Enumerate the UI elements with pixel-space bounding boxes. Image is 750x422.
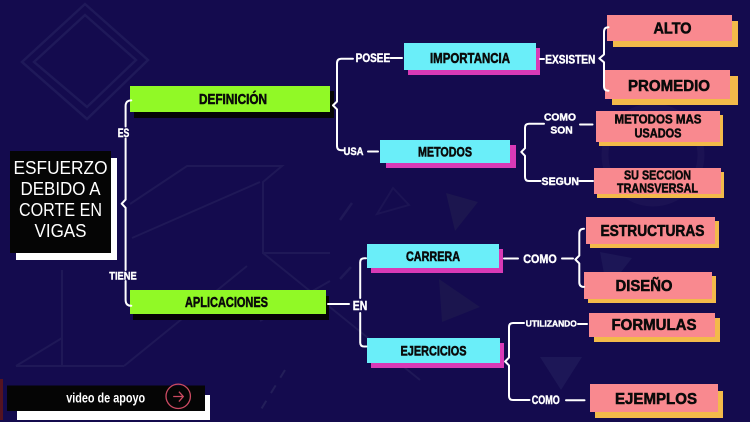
svg-text:ES: ES xyxy=(118,126,130,140)
svg-text:COMO: COMO xyxy=(544,112,576,124)
svg-text:SU SECCION: SU SECCION xyxy=(624,168,691,183)
svg-text:METODOS: METODOS xyxy=(418,144,472,160)
svg-text:SEGUN: SEGUN xyxy=(542,176,580,188)
svg-text:CARRERA: CARRERA xyxy=(406,248,460,264)
svg-text:IMPORTANCIA: IMPORTANCIA xyxy=(430,50,510,67)
svg-text:POSEE: POSEE xyxy=(356,51,391,65)
svg-text:CORTE EN: CORTE EN xyxy=(19,200,102,220)
svg-text:SON: SON xyxy=(550,125,572,137)
svg-text:DISEÑO: DISEÑO xyxy=(616,275,673,295)
svg-text:USA: USA xyxy=(344,146,364,158)
svg-text:METODOS MAS: METODOS MAS xyxy=(615,112,702,127)
svg-text:UTILIZANDO: UTILIZANDO xyxy=(526,319,577,329)
svg-text:DEBIDO A: DEBIDO A xyxy=(21,179,101,199)
svg-text:TRANSVERSAL: TRANSVERSAL xyxy=(617,181,698,196)
svg-text:TIENE: TIENE xyxy=(109,271,137,283)
svg-text:EJERCICIOS: EJERCICIOS xyxy=(401,343,467,359)
svg-text:COMO: COMO xyxy=(532,394,560,407)
svg-text:video de apoyo: video de apoyo xyxy=(66,390,145,405)
svg-text:APLICACIONES: APLICACIONES xyxy=(185,294,268,311)
svg-text:EXSISTEN: EXSISTEN xyxy=(545,53,595,66)
svg-text:COMO: COMO xyxy=(523,252,556,266)
svg-text:FORMULAS: FORMULAS xyxy=(612,317,697,334)
svg-text:ESFUERZO: ESFUERZO xyxy=(14,158,108,178)
svg-text:EN: EN xyxy=(353,299,368,313)
svg-text:ALTO: ALTO xyxy=(654,21,692,38)
svg-text:ESTRUCTURAS: ESTRUCTURAS xyxy=(601,223,705,240)
svg-text:USADOS: USADOS xyxy=(635,126,682,141)
svg-text:VIGAS: VIGAS xyxy=(35,221,87,241)
svg-text:DEFINICIÓN: DEFINICIÓN xyxy=(199,90,267,108)
svg-text:EJEMPLOS: EJEMPLOS xyxy=(615,391,697,408)
svg-text:PROMEDIO: PROMEDIO xyxy=(628,78,710,95)
